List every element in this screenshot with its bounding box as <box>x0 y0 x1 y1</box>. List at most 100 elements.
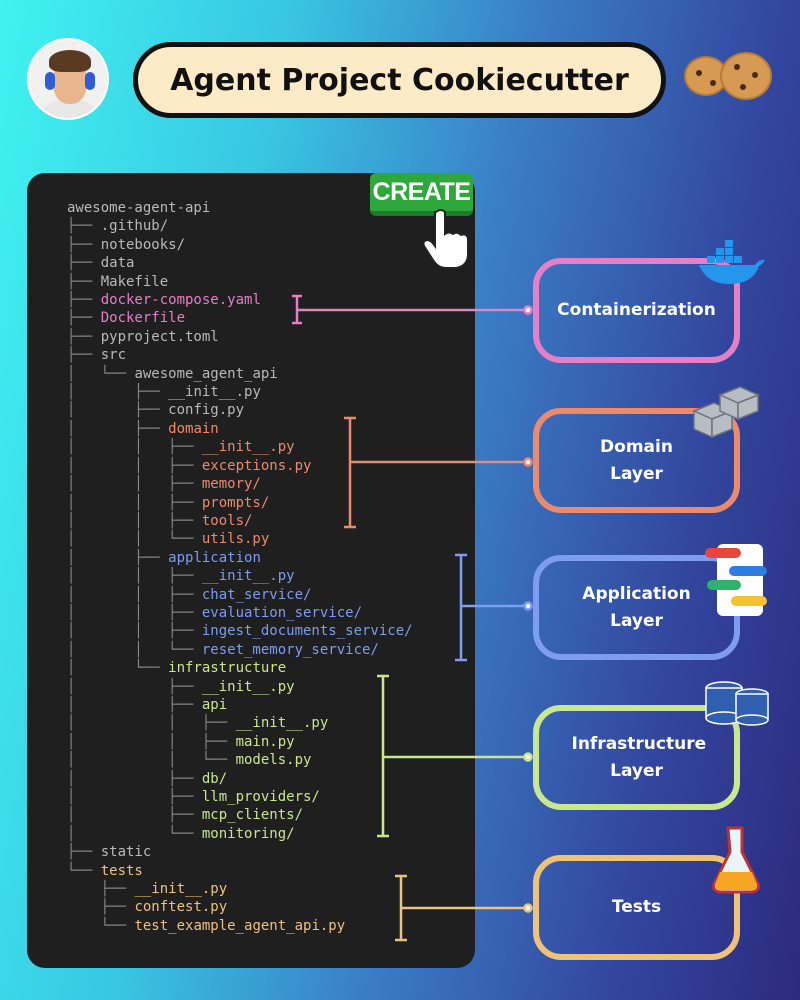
tree-item-name: pyproject.toml <box>100 328 219 345</box>
tree-item-name: __init__.py <box>201 568 295 585</box>
tree-item-name: awesome-agent-api <box>67 200 211 216</box>
tree-item: ├── docker-compose.yaml <box>67 291 413 309</box>
create-button[interactable]: CREATE <box>370 173 473 216</box>
tree-item: ├── __init__.py <box>67 880 413 898</box>
tree-branch-lines: ├── <box>67 255 101 272</box>
application-bracket <box>455 553 533 662</box>
tree-branch-lines: │ ├── <box>67 549 169 566</box>
docker-whale-icon <box>699 240 765 284</box>
tree-item-name: prompts/ <box>201 494 270 511</box>
tree-item-name: Makefile <box>100 273 169 290</box>
tree-branch-lines: ├── <box>67 347 101 364</box>
tree-branch-lines: ├── <box>67 844 101 861</box>
file-tree: awesome-agent-api├── .github/├── noteboo… <box>67 199 413 935</box>
tree-item: │ └── monitoring/ <box>67 825 413 843</box>
tree-item: │ ├── llm_providers/ <box>67 788 413 806</box>
tree-item-name: docker-compose.yaml <box>100 292 261 309</box>
tree-branch-lines: │ │ └── <box>67 531 202 548</box>
tree-item: │ │ ├── evaluation_service/ <box>67 604 413 622</box>
tree-item-name: models.py <box>235 752 312 769</box>
tree-item: └── test_example_agent_api.py <box>67 917 413 935</box>
tree-item-name: data <box>100 255 135 272</box>
tree-item-name: notebooks/ <box>100 236 186 253</box>
tree-item-name: __init__.py <box>201 439 295 456</box>
tree-item: │ ├── application <box>67 549 413 567</box>
layer-label: Tests <box>611 897 662 917</box>
tree-item: │ ├── __init__.py <box>67 678 413 696</box>
layer-box-tests: Tests <box>533 855 740 960</box>
flask-icon <box>712 826 760 894</box>
tree-branch-lines: │ │ ├── <box>67 604 202 621</box>
tree-branch-lines: │ ├── <box>67 770 202 787</box>
tree-item-name: reset_memory_service/ <box>201 641 379 658</box>
layer-label: Domain Layer <box>600 436 673 484</box>
tree-branch-lines: ├── <box>67 899 135 916</box>
tree-item-name: evaluation_service/ <box>201 604 363 621</box>
tree-item-name: exceptions.py <box>201 457 312 474</box>
tree-item: │ ├── domain <box>67 420 413 438</box>
tree-branch-lines: │ └── <box>67 660 169 677</box>
tree-item: │ │ ├── __init__.py <box>67 567 413 585</box>
tree-item: ├── .github/ <box>67 217 413 235</box>
layer-box-docker: Containerization <box>533 258 740 363</box>
tree-item-name: __init__.py <box>235 715 329 732</box>
tree-branch-lines: │ └── <box>67 365 135 382</box>
tree-item: │ │ └── models.py <box>67 751 413 769</box>
tree-item: │ ├── config.py <box>67 401 413 419</box>
tree-branch-lines: │ │ ├── <box>67 715 236 732</box>
tree-branch-lines: │ │ ├── <box>67 733 236 750</box>
tests-bracket <box>395 874 533 942</box>
tree-branch-lines: │ ├── <box>67 696 202 713</box>
tree-item: └── tests <box>67 862 413 880</box>
tree-branch-lines: │ │ ├── <box>67 568 202 585</box>
tree-item: │ ├── api <box>67 696 413 714</box>
tree-branch-lines: │ │ ├── <box>67 457 202 474</box>
tree-item-name: memory/ <box>201 476 261 493</box>
tree-item-name: db/ <box>201 770 228 787</box>
tree-item: │ │ └── utils.py <box>67 530 413 548</box>
tree-item: │ └── infrastructure <box>67 659 413 677</box>
tree-item: ├── static <box>67 843 413 861</box>
tree-branch-lines: └── <box>67 862 101 879</box>
pointer-hand-icon <box>422 209 469 269</box>
tree-branch-lines: │ │ ├── <box>67 623 202 640</box>
tree-branch-lines: │ └── <box>67 825 202 842</box>
tree-item: ├── Dockerfile <box>67 309 413 327</box>
tree-branch-lines: │ │ ├── <box>67 494 202 511</box>
tree-branch-lines: ├── <box>67 328 101 345</box>
tree-item-name: application <box>168 549 261 566</box>
tree-item-name: __init__.py <box>201 678 295 695</box>
tree-item-name: utils.py <box>201 531 270 548</box>
tree-branch-lines: │ ├── <box>67 420 169 437</box>
tree-item: │ │ ├── prompts/ <box>67 494 413 512</box>
building-blocks-icon <box>692 386 760 439</box>
tree-item: │ ├── mcp_clients/ <box>67 806 413 824</box>
tree-item: │ │ ├── main.py <box>67 733 413 751</box>
cookies-icon <box>684 50 774 105</box>
tree-item-name: ingest_documents_service/ <box>201 623 413 640</box>
tree-branch-lines: │ ├── <box>67 789 202 805</box>
tree-item-name: domain <box>168 420 219 437</box>
tree-branch-lines: │ ├── <box>67 402 169 419</box>
tree-item-name: monitoring/ <box>201 825 295 842</box>
tree-branch-lines: │ │ ├── <box>67 439 202 456</box>
tree-item: ├── Makefile <box>67 273 413 291</box>
tree-item: │ ├── db/ <box>67 770 413 788</box>
tree-item-name: chat_service/ <box>201 586 312 603</box>
layer-box-domain: Domain Layer <box>533 408 740 513</box>
tree-item: ├── src <box>67 346 413 364</box>
tree-branch-lines: ├── <box>67 218 101 235</box>
layer-label: Infrastructure Layer <box>571 733 707 781</box>
layer-box-infra: Infrastructure Layer <box>533 705 740 810</box>
chat-app-icon <box>705 544 767 616</box>
tree-item: awesome-agent-api <box>67 199 413 217</box>
tree-item-name: tools/ <box>201 512 253 529</box>
tree-item-name: llm_providers/ <box>201 789 320 805</box>
tree-branch-lines: │ ├── <box>67 678 202 695</box>
tree-item-name: Dockerfile <box>100 310 186 327</box>
layer-label: Application Layer <box>582 583 691 631</box>
tree-item: │ │ ├── exceptions.py <box>67 457 413 475</box>
database-icon <box>705 681 769 726</box>
